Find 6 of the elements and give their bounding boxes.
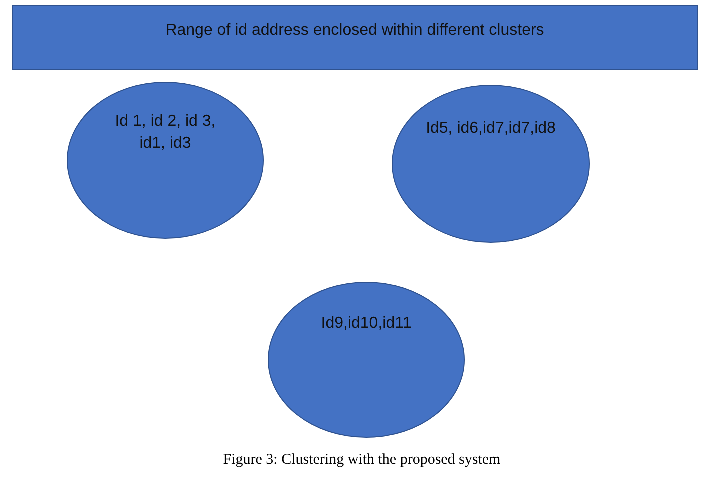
- cluster-label: Id5, id6,id7,id7,id8: [426, 119, 556, 139]
- cluster-label: Id9,id10,id11: [321, 314, 412, 334]
- header-banner: [12, 5, 698, 70]
- figure-caption: Figure 3: Clustering with the proposed system: [223, 452, 501, 469]
- header-text: Range of id address enclosed within different clusters: [166, 21, 544, 41]
- cluster-label: Id 1, id 2, id 3, id1, id3: [114, 112, 217, 154]
